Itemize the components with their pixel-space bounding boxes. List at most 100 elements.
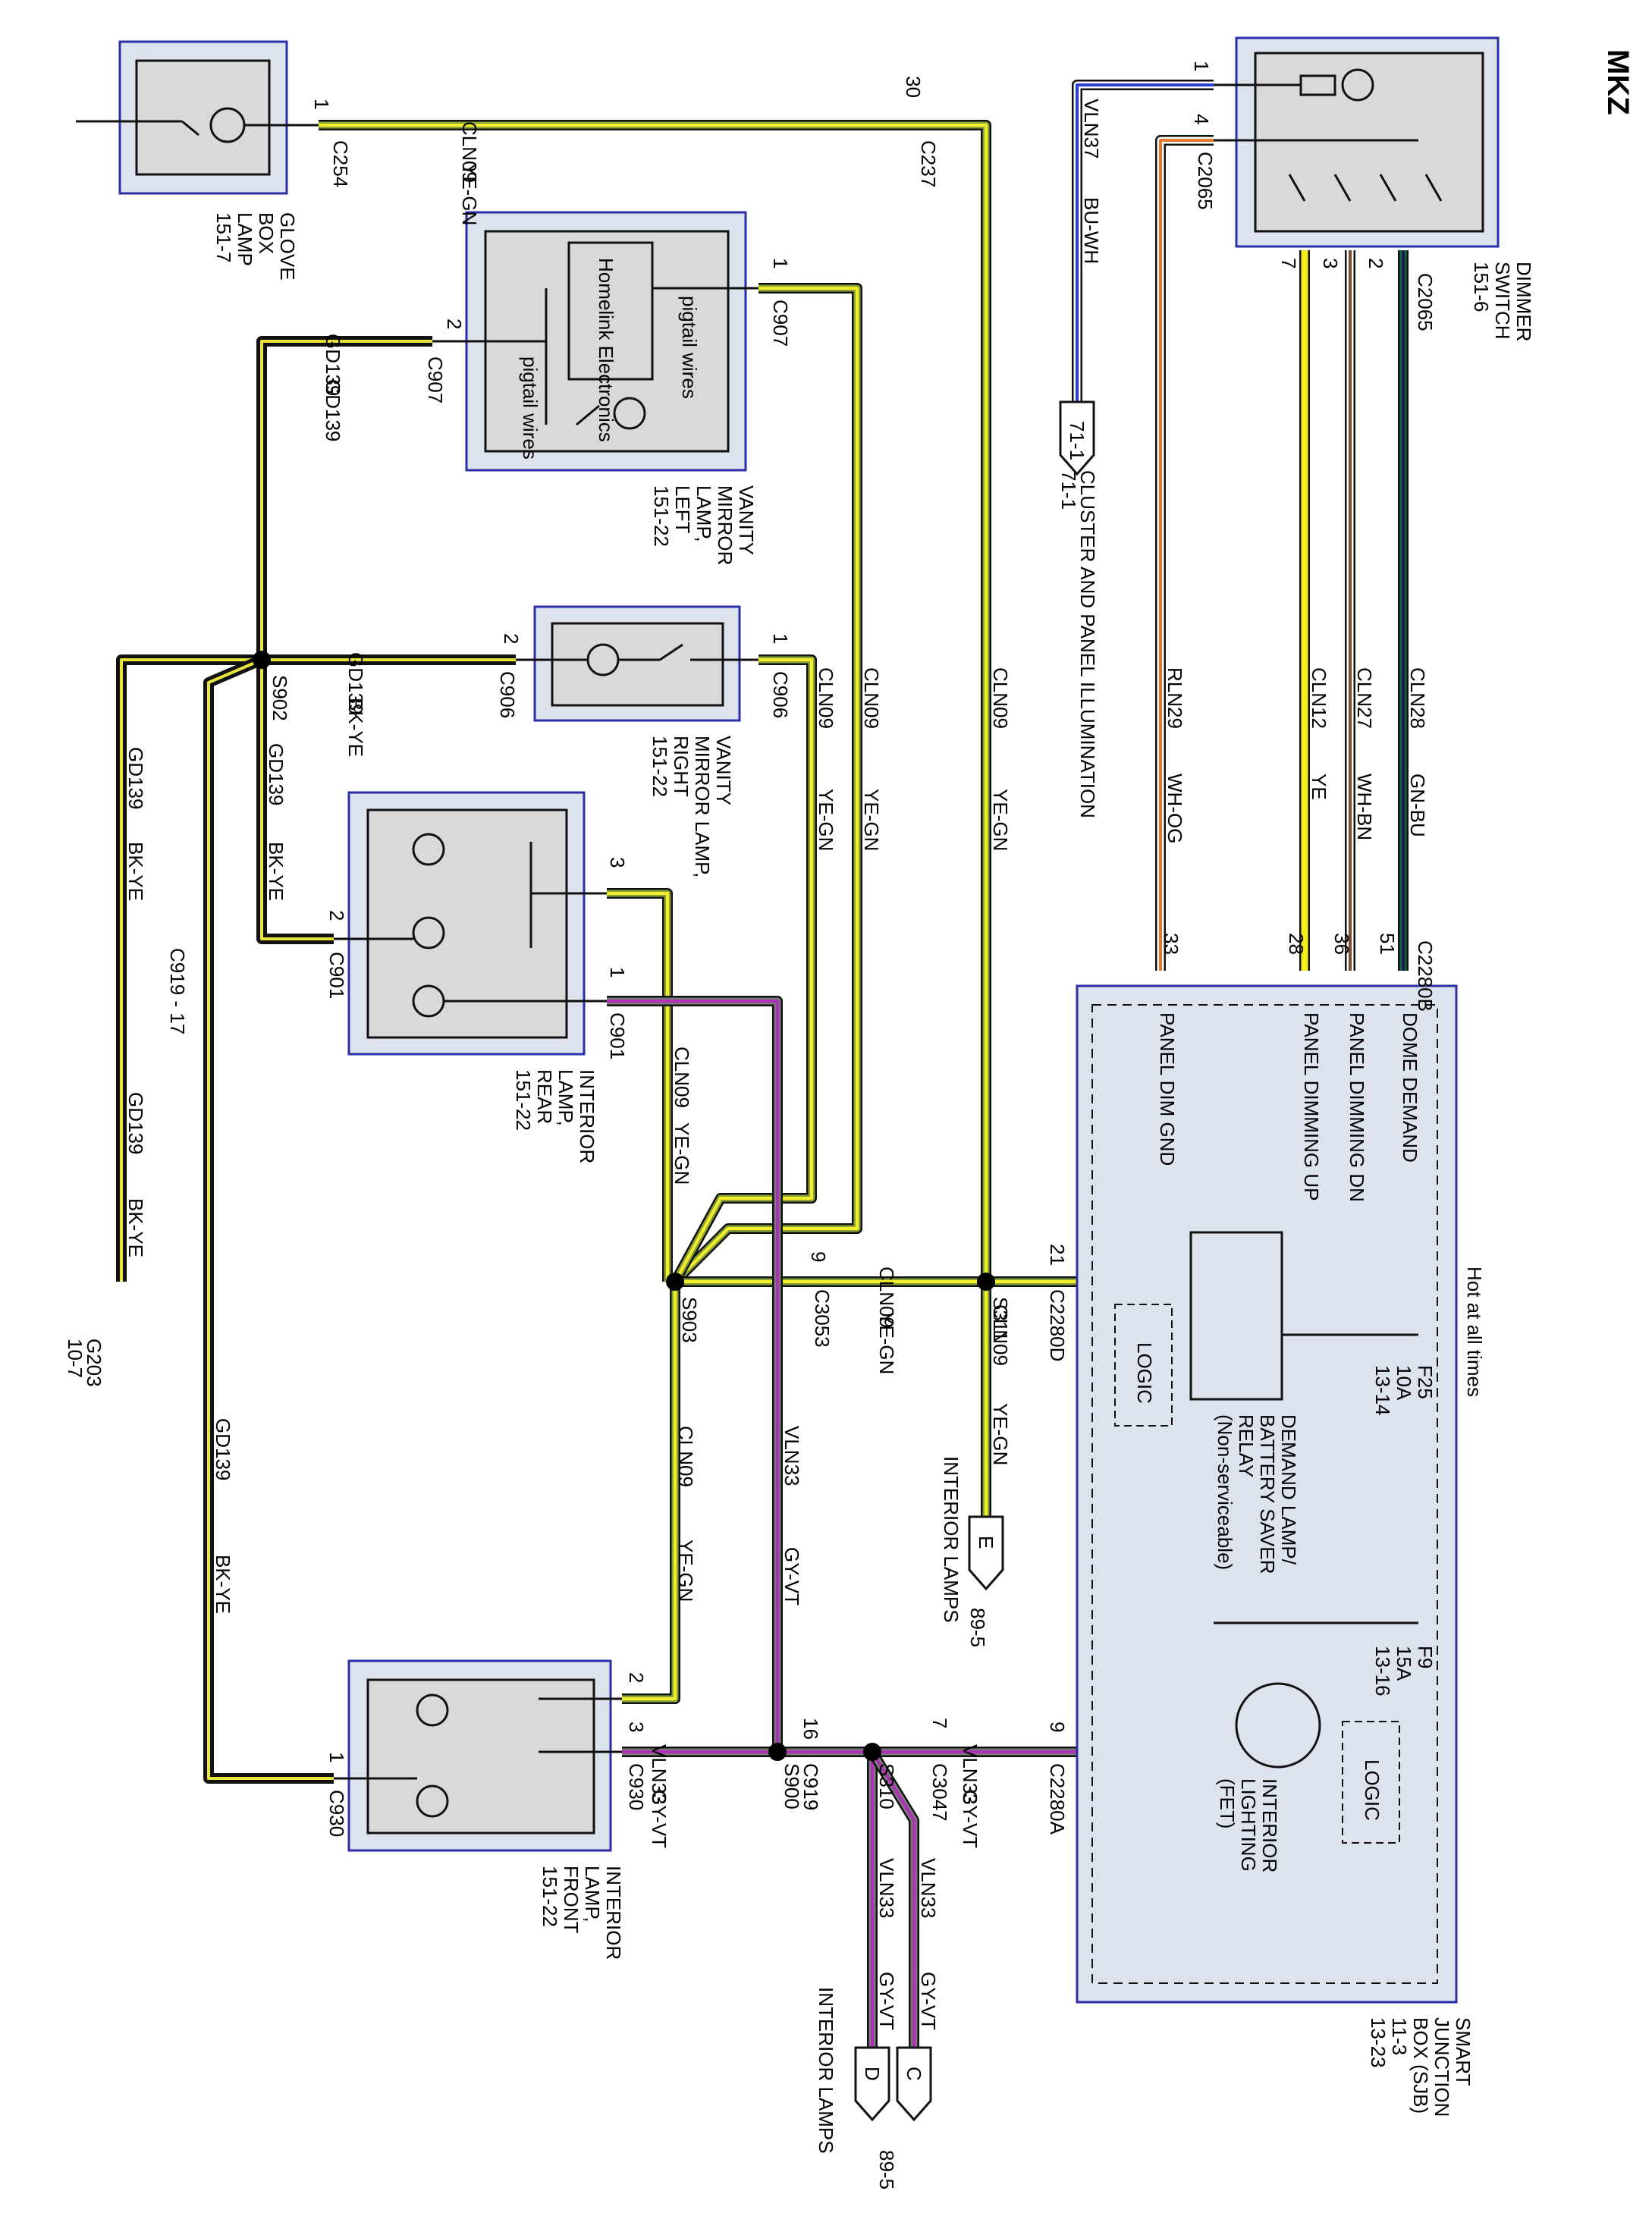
pin-number-11: 1 [325,1752,348,1762]
wire-label-8: CLN09 [671,1047,693,1108]
dimmer-title-line-0: DIMMER [1512,262,1535,341]
relay-label-line-3: (Non-serviceable) [1214,1414,1236,1570]
model-title: MKZ [1601,49,1635,115]
splice-s310 [863,1743,881,1761]
wire-cln09-vanity-right-stripe [674,658,813,1282]
interior-lamp-front[interactable] [334,1659,622,1852]
pigtail-a-label: pigtail wires [678,296,701,399]
ref-89-5-cd: 89-5 [875,2150,898,2189]
wire-label-38: VLN37 [1080,99,1103,159]
connector-label-10: C3053 [811,1289,834,1348]
pin-number-15: 7 [928,1718,951,1728]
wire-cln09-front-outline [622,1282,680,1704]
sjb-title-line-4: 13-23 [1367,2017,1390,2068]
wire-label-11: YE-GN [875,1312,898,1374]
connector-label-6: C901 [606,1012,629,1059]
pin-number-12: 9 [807,1251,830,1262]
c919-17-label: C919 - 17 [166,948,189,1034]
fet-label-line-2: (FET) [1216,1778,1239,1828]
glove-box-title-line-3: 151-7 [212,212,235,263]
vanity-mirror-lamp-right[interactable] [516,605,758,722]
wire-gd139-ground-stripe [120,658,262,1282]
connector-label-15: C2065 [1414,273,1437,331]
terminal-e-letter: E [975,1536,997,1549]
terminal-d[interactable] [854,2046,890,2122]
wire-cln09-rear-stripe [607,892,669,1282]
wire-vln33-rear[interactable] [607,997,781,1752]
connector-label-7: C901 [325,952,348,999]
wire-label-33: GY-VT [959,1790,981,1848]
wire-rln29-outline [1155,135,1214,971]
wire-cln09-glove-stripe [319,124,988,1282]
connector-label-13: C2280A [1046,1763,1069,1835]
g203-ref: 10-7 [64,1339,86,1378]
interior-rear-title-line-2: REAR [533,1069,556,1124]
pin-number-23: 28 [1285,933,1308,955]
pigtail-b-label: pigtail wires [519,356,542,460]
pin-number-25: 51 [1376,933,1399,955]
sjb-title-line-1: JUNCTION [1431,2017,1453,2117]
pin-number-24: 36 [1330,933,1353,955]
wire-label-41: WH-OG [1164,774,1186,843]
connector-label-21: S900 [780,1763,803,1810]
wire-label-1: YE-GN [458,163,481,225]
terminal-d-letter: D [861,2067,884,2081]
wire-label-45: WH-BN [1353,774,1376,840]
wire-cln09-front[interactable] [622,1282,679,1703]
pin-number-2: 1 [769,258,792,268]
wire-label-10: CLN09 [875,1267,898,1328]
ref-89-5-e: 89-5 [966,1608,989,1647]
wire-label-2: CLN09 [989,667,1012,729]
dimmer-switch[interactable] [1214,36,1500,248]
wire-label-30: VLN33 [780,1426,803,1486]
wire-cln09-rear[interactable] [607,890,671,1282]
vanity-right-title-line-3: 151-22 [649,736,671,797]
wire-gd139-vanity-stripe [260,340,516,661]
connector-label-3: C907 [424,356,447,403]
splice-s311 [977,1273,995,1291]
logic-relay-label: LOGIC [1133,1342,1156,1404]
connector-label-11: C2280D [1046,1289,1069,1361]
interior-rear-title-line-3: 151-22 [512,1069,535,1131]
connector-label-1: C237 [917,140,940,187]
f9-label-line-1: 15A [1393,1646,1415,1681]
vanity-right-title-line-2: RIGHT [670,736,693,797]
glove-box-title-line-0: GLOVE [276,212,299,281]
wire-label-23: BK-YE [124,842,147,901]
pin-number-20: 3 [1319,258,1342,268]
interior-front-title-line-0: INTERIOR [602,1866,625,1960]
pin-panel-dim-gnd: PANEL DIM GND [1156,1012,1179,1166]
wire-label-13: YE-GN [674,1540,697,1602]
wire-rln29[interactable] [1157,137,1214,971]
glove-box-lamp[interactable] [76,40,319,195]
sjb-title-line-3: 11-3 [1388,2017,1411,2055]
wire-label-29: GY-VT [648,1790,671,1848]
wire-label-40: RLN29 [1164,667,1186,729]
wire-label-39: BU-WH [1080,197,1103,264]
interior-lamps-e: INTERIOR LAMPS [940,1456,963,1623]
vanity-mirror-lamp-left[interactable] [432,211,758,472]
connector-label-4: C906 [769,671,792,718]
relay-label-line-2: RELAY [1235,1414,1258,1477]
glove-box-title-line-1: BOX [255,212,278,254]
wire-vln33-c-stripe [871,1750,916,2048]
pin-panel-dimming-dn: PANEL DIMMING DN [1346,1012,1368,1202]
pin-number-1: 30 [902,76,925,98]
glove-box-title-line-2: LAMP [234,212,256,266]
terminal-cluster[interactable] [1059,400,1095,476]
splice-s902 [253,651,271,669]
wire-gd139-rear-stripe [260,660,334,940]
smart-junction-box[interactable] [1076,984,1458,2004]
connector-label-9: C930 [325,1790,348,1837]
terminal-e[interactable] [968,1515,1004,1591]
wire-cln09-vanity-left-stripe [674,287,859,1283]
terminal-c[interactable] [896,2046,932,2122]
wire-label-47: GN-BU [1406,774,1429,837]
terminal-c-letter: C [903,2067,925,2081]
pin-number-4: 1 [769,633,792,644]
interior-lamp-rear[interactable] [334,791,607,1056]
connector-label-8: C930 [625,1763,648,1810]
pin-number-5: 2 [500,633,523,644]
connector-label-0: C254 [329,140,352,187]
splice-s903 [666,1273,684,1291]
